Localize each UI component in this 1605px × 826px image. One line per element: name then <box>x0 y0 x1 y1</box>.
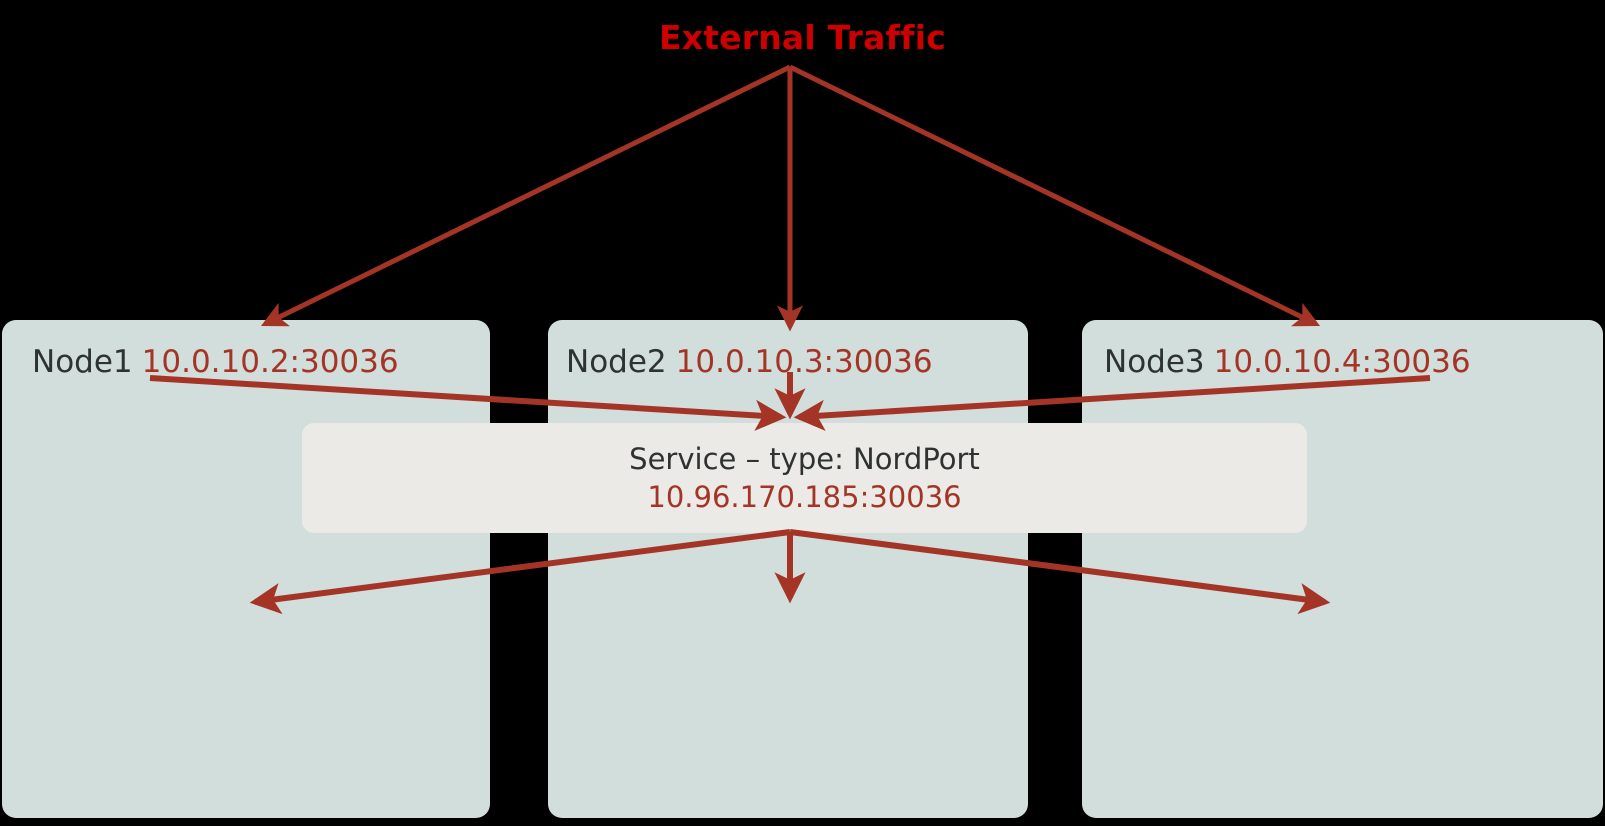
service-address: 10.96.170.185:30036 <box>647 480 962 514</box>
node-3-name: Node3 <box>1104 344 1205 380</box>
service-type-label: Service – type: NordPort <box>629 442 980 476</box>
arrow-external-to-node1 <box>260 64 792 327</box>
arrow-external-to-node3 <box>788 64 1321 327</box>
node-2-name: Node2 <box>566 344 667 380</box>
node-3-address: 10.0.10.4:30036 <box>1213 344 1471 380</box>
node-2-address: 10.0.10.3:30036 <box>675 344 933 380</box>
node-1-address: 10.0.10.2:30036 <box>141 344 399 380</box>
service-box: Service – type: NordPort 10.96.170.185:3… <box>302 423 1307 533</box>
node-1-name: Node1 <box>32 344 133 380</box>
external-traffic-title: External Traffic <box>658 18 947 57</box>
